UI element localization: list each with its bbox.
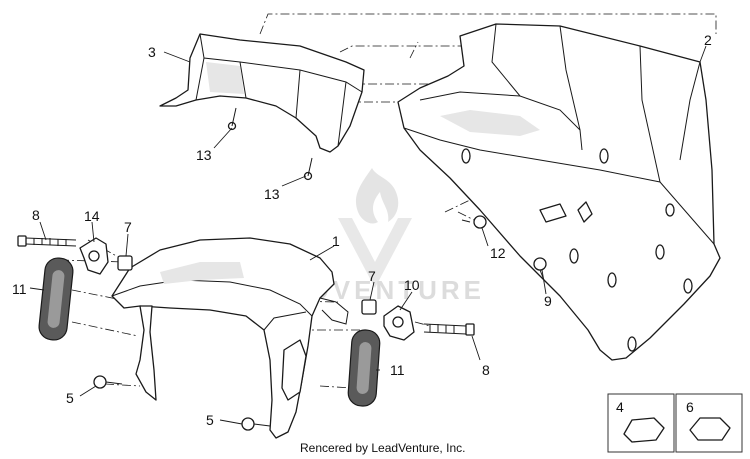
- detail-boxes: [607, 393, 743, 453]
- callout-8-right: 8: [482, 362, 490, 378]
- part-12-screw: [461, 215, 487, 229]
- callout-11-right: 11: [390, 362, 405, 378]
- part-5-screw-left: [93, 375, 123, 389]
- callout-11-left: 11: [12, 281, 27, 297]
- part-3-rear-cover: [159, 33, 365, 153]
- leader-lines: [29, 45, 707, 425]
- callout-2: 2: [704, 32, 712, 48]
- part-6-clip-nut: [689, 417, 731, 441]
- callout-6: 6: [686, 399, 694, 415]
- part-4-clip-nut: [623, 417, 665, 443]
- part-1-mudguard: [111, 237, 349, 439]
- callout-9: 9: [544, 293, 552, 309]
- callout-5-left: 5: [66, 390, 74, 406]
- callout-14: 14: [84, 208, 100, 224]
- part-8-screw-left: [17, 235, 77, 247]
- render-credit: Rencered by LeadVenture, Inc.: [300, 441, 465, 455]
- callout-3: 3: [148, 44, 156, 60]
- hardware: [17, 107, 547, 431]
- part-11-gasket-left: [38, 257, 74, 341]
- callout-5-right: 5: [206, 412, 214, 428]
- part-14-clamp: [79, 237, 109, 275]
- callout-10: 10: [404, 277, 420, 293]
- part-7-spacer-left: [117, 255, 133, 271]
- part-7-spacer-right: [361, 299, 377, 315]
- callout-1: 1: [332, 233, 340, 249]
- part-9-screw: [533, 257, 547, 281]
- callout-labels: 3 2 1 13 13 8 14 7 11 7 10 11 12 9 8 5 5…: [12, 32, 712, 428]
- part-13-screw-lower: [303, 157, 313, 181]
- callout-13-upper: 13: [196, 147, 212, 163]
- watermark-v-icon: [338, 218, 412, 288]
- part-11-gasket-right: [347, 329, 381, 407]
- part-10-clamp: [383, 305, 415, 341]
- callout-8-left: 8: [32, 207, 40, 223]
- part-13-screw-upper: [227, 107, 237, 131]
- part-8-screw-right: [423, 323, 475, 336]
- callout-7-right: 7: [368, 268, 376, 284]
- callout-7-left: 7: [124, 219, 132, 235]
- part-2-fairing: [397, 23, 721, 361]
- callout-13-lower: 13: [264, 186, 280, 202]
- watermark-flame-icon: [355, 168, 399, 224]
- callout-4: 4: [616, 399, 624, 415]
- part-5-screw-right: [241, 417, 271, 431]
- callout-12: 12: [490, 245, 506, 261]
